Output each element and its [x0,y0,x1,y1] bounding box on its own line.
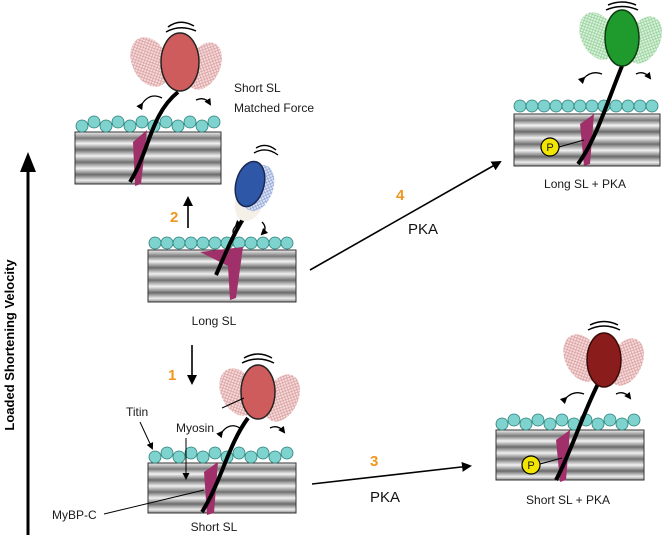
panel-short-sl-pka: P Short SL + PKA [495,320,645,507]
mybp-c-pointer [103,489,205,515]
panel-label: Short SL [191,520,238,534]
myosin-neck [554,379,602,481]
motion-lines [589,320,619,326]
step-2-number: 2 [170,209,178,226]
swing-arrow [136,95,163,111]
step-4-number: 4 [396,187,405,204]
pka-label-3: PKA [370,489,400,506]
step-3-arrow [311,461,472,485]
actin-beads [148,446,294,464]
myosin-label: Myosin [176,421,214,435]
y-axis-label: Loaded Shortening Velocity [2,259,17,431]
swing-arrow [269,425,286,434]
motion-lines [241,358,275,364]
mybp-c [200,247,243,300]
myosin-head-ghost [130,37,170,87]
panel-long-sl-pka: P Long SL + PKA [513,1,662,191]
motion-lines [587,325,621,331]
step-3-number: 3 [370,453,378,470]
myosin-neck [200,416,250,514]
myosin-head [604,9,640,67]
myosin-head [240,364,276,420]
y-axis: Loaded Shortening Velocity [2,152,36,535]
mybp-c-label: MyBP-C [52,508,97,522]
motion-lines [167,21,195,28]
myosin-head [586,332,622,388]
actin-beads [513,99,659,113]
swing-arrow [232,219,243,237]
actin-beads [75,115,221,133]
panel-long-sl: Long SL [147,144,297,328]
panel-short-sl: Short SL [147,353,300,534]
actin-beads [495,413,641,431]
phosphorylation-label: P [546,142,553,154]
myosin-head-pointer [221,397,245,409]
swing-arrow [615,391,632,400]
motion-lines [605,5,639,11]
y-axis-arrowhead [20,152,36,172]
motion-lines [255,144,277,151]
pka-label-4: PKA [408,221,438,238]
step-4-arrow [309,161,502,271]
panel-label: Long SL + PKA [544,177,626,191]
panel-label-line2: Matched Force [234,101,314,115]
myosin-neck [128,90,180,184]
phosphorylation-pointer [558,139,585,148]
actin-beads [148,236,294,250]
panel-label-line1: Short SL [234,81,281,95]
myosin-head [160,32,200,92]
phosphorylation-badge [521,455,541,475]
phosphorylation-pointer [539,457,563,465]
panel-short-sl-matched-force: Short SL Matched Force [74,21,314,186]
motion-lines [243,353,273,359]
panel-label: Long SL [192,314,237,328]
myosin-head [234,160,266,208]
swing-arrow [577,72,603,85]
titin-label: Titin [126,405,148,419]
step-1-number: 1 [168,367,176,384]
swing-arrow [260,221,269,236]
swing-arrow [195,97,212,106]
annotations: Titin Myosin MyBP-C [52,397,245,522]
phosphorylation-label: P [527,460,534,472]
swing-arrow [635,71,652,80]
motion-lines [253,149,279,156]
swing-arrow [559,392,585,405]
motion-lines [607,1,637,6]
panel-label: Short SL + PKA [526,493,610,507]
thick-filament [495,429,645,481]
myosin-neck [576,65,624,166]
motion-lines [165,27,197,33]
swing-arrow [216,425,241,439]
titin-pointer [139,421,154,450]
